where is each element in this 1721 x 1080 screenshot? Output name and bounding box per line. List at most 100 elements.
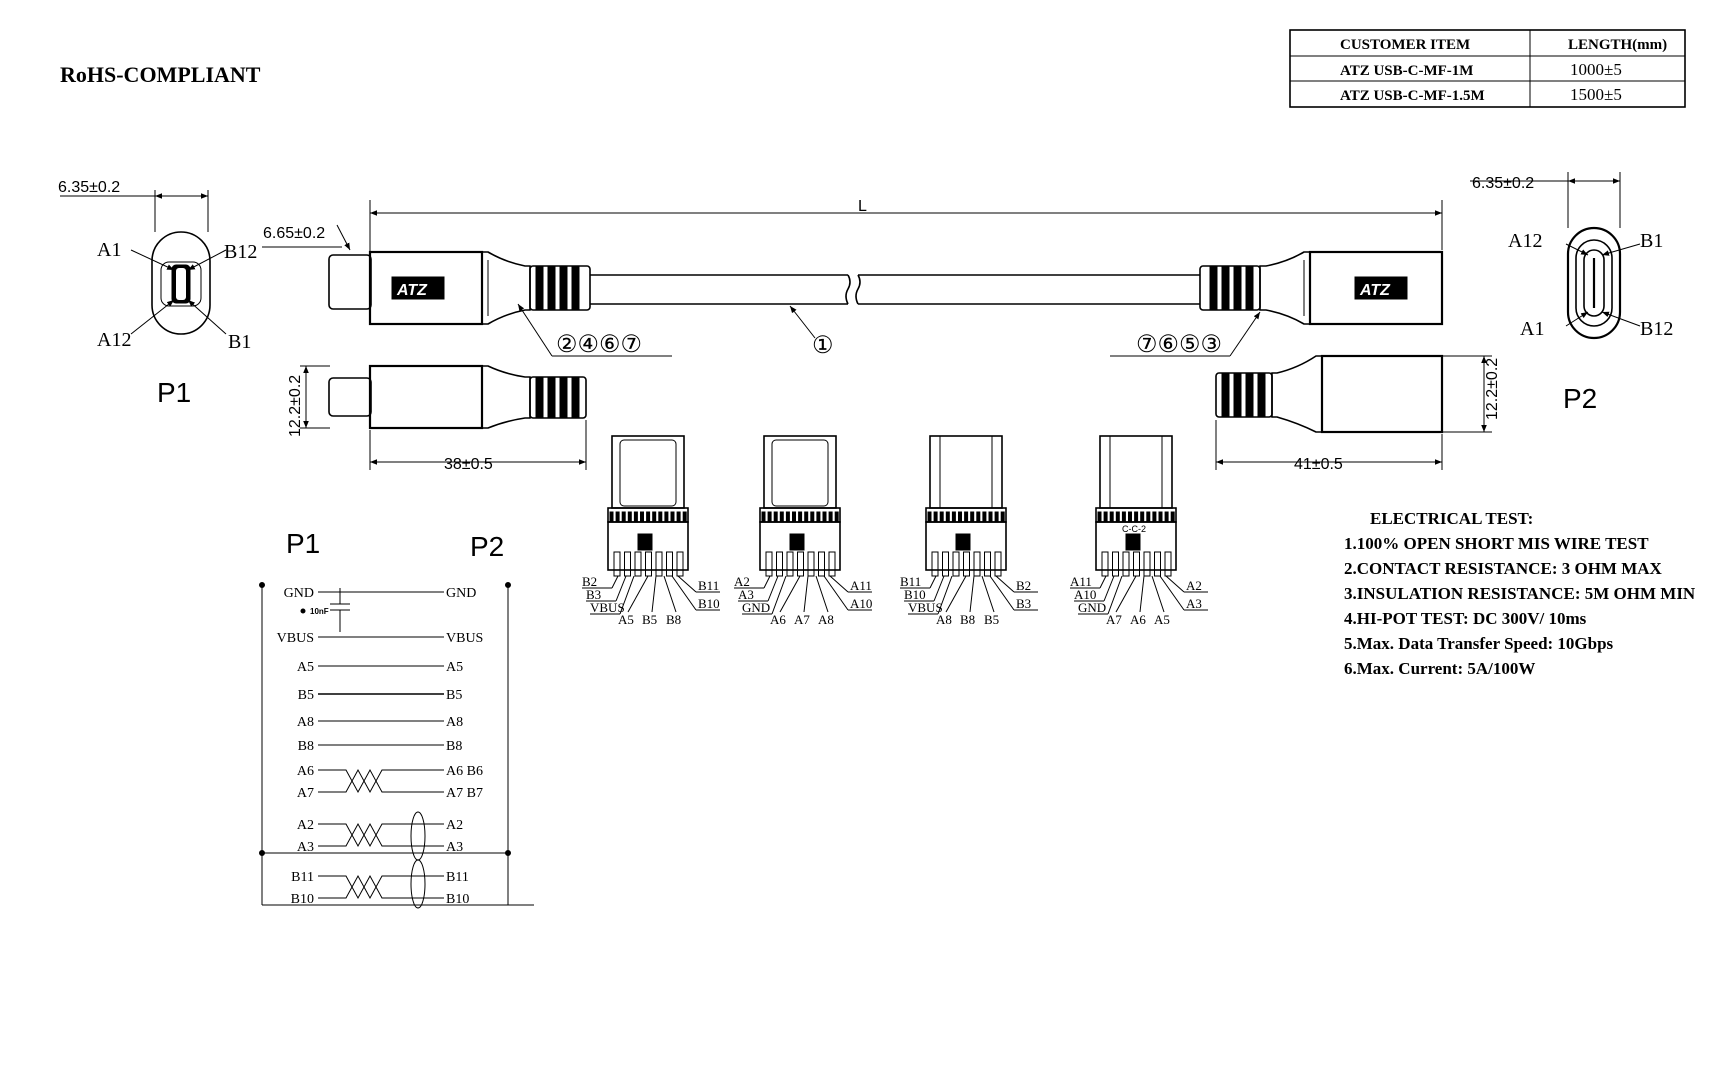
p2-label: P2	[1563, 383, 1597, 414]
callout-cable: ①	[812, 333, 834, 359]
pcb-pin-label: A10	[850, 596, 872, 611]
pcb-pin-label: A2	[734, 574, 750, 589]
pcb-pin-label: A6	[770, 612, 786, 627]
pcb-pin-label: A3	[738, 587, 754, 602]
p1-pin-b1: B1	[228, 331, 251, 353]
pcb-pin-label: A2	[1186, 578, 1202, 593]
pcb-pin-label: B8	[960, 612, 975, 627]
wiring-row: B8 B8	[298, 739, 463, 754]
wiring-left-pin: A3	[297, 840, 314, 855]
p1-pin-a12: A12	[97, 329, 131, 351]
wiring-right-pin: A2	[446, 818, 463, 833]
pcb-pin-label: A10	[1074, 587, 1096, 602]
twisted-pair	[318, 822, 444, 848]
pcb-pin-label: B8	[666, 612, 681, 627]
wiring-left-pin: A2	[297, 818, 314, 833]
pcb-pin-label: B5	[642, 612, 657, 627]
electrical-test: ELECTRICAL TEST: 1.100% OPEN SHORT MIS W…	[1344, 509, 1696, 678]
wiring-row: GND GND	[284, 586, 477, 601]
pcb-pin-label: A8	[936, 612, 952, 627]
wiring-right-pin: A5	[446, 660, 463, 675]
wiring-right-pin: A8	[446, 715, 463, 730]
pcb-pin-label: B11	[900, 574, 921, 589]
twisted-pair	[318, 768, 444, 794]
pcb-pin-label: A7	[794, 612, 810, 627]
dim-plug-thickness: 6.65±0.2	[263, 225, 325, 242]
dim-length: L	[858, 198, 867, 215]
p1-pin-b12: B12	[224, 241, 257, 263]
pcb-shell	[611, 435, 685, 509]
table-cell: 1000±5	[1570, 60, 1622, 79]
wiring-left-pin: B5	[298, 688, 314, 703]
wiring-right-pin: B10	[446, 892, 469, 907]
dim-p1-length: 38±0.5	[444, 456, 493, 473]
wiring-left-pin: GND	[284, 586, 314, 601]
pcb-pin-label: A5	[1154, 612, 1170, 627]
pcb-pin-label: A5	[618, 612, 634, 627]
wiring-left-pin: B10	[291, 892, 314, 907]
wiring-right-pin: B5	[446, 688, 462, 703]
wiring-row: B5 B5	[298, 688, 463, 703]
pcb-board	[925, 521, 1007, 571]
pcb-pin-label: B2	[582, 574, 597, 589]
p2-pin-a1: A1	[1520, 318, 1544, 340]
table-header-item: CUSTOMER ITEM	[1340, 37, 1470, 53]
p1-label: P1	[157, 377, 191, 408]
pcb-shell	[929, 435, 1003, 509]
pcb-pin-label: GND	[1078, 600, 1106, 615]
pcb-pin-label: A11	[850, 578, 872, 593]
dim-p2-length: 41±0.5	[1294, 456, 1343, 473]
dim-p1-height: 12.2±0.2	[287, 375, 304, 437]
rohs-label: RoHS-COMPLIANT	[60, 62, 261, 87]
dim-p2-height: 12.2±0.2	[1484, 358, 1501, 420]
boot-ribs-left	[535, 265, 580, 311]
logo-right: ATZ	[1359, 282, 1391, 299]
callout-right-parts: ⑦⑥⑤③	[1136, 332, 1222, 358]
wiring-left-pin: A5	[297, 660, 314, 675]
wiring-row: A2 A2	[297, 818, 463, 833]
electrical-test-title: ELECTRICAL TEST:	[1370, 509, 1533, 528]
wiring-right-pin: B8	[446, 739, 462, 754]
p2-pin-b1: B1	[1640, 230, 1663, 252]
logo-left: ATZ	[396, 282, 428, 299]
dim-p2-width: 6.35±0.2	[1472, 175, 1534, 192]
pcb-board	[607, 521, 689, 571]
pcb-contacts	[925, 507, 1007, 523]
pcb-pin-label: B10	[904, 587, 926, 602]
table-cell: 1500±5	[1570, 85, 1622, 104]
wiring-right-pin: A7 B7	[446, 786, 483, 801]
pcb-pin-label: B5	[984, 612, 999, 627]
p2-pin-a12: A12	[1508, 230, 1542, 252]
wiring-right-pin: VBUS	[446, 631, 483, 646]
wiring-left-pin: B8	[298, 739, 314, 754]
wiring-row: A5 A5	[297, 660, 463, 675]
cable-top-view: L 6.65±0.2 ATZ	[262, 198, 1444, 359]
wiring-p1-title: P1	[286, 528, 320, 559]
pcb-shell	[763, 435, 837, 509]
pcb-contacts	[759, 507, 841, 523]
electrical-test-item: 1.100% OPEN SHORT MIS WIRE TEST	[1344, 534, 1649, 553]
electrical-test-item: 2.CONTACT RESISTANCE: 3 OHM MAX	[1344, 559, 1663, 578]
spec-table: CUSTOMER ITEM LENGTH(mm) ATZ USB-C-MF-1M…	[1289, 29, 1686, 108]
p1-side-view: 12.2±0.2 38±0.5	[287, 364, 587, 473]
pcb-pin-label: A11	[1070, 574, 1092, 589]
pcb-pin-label: B3	[586, 587, 601, 602]
pcb-pin-label: B11	[698, 578, 719, 593]
boot-ribs-right	[1209, 265, 1254, 311]
dim-p1-width: 6.35±0.2	[58, 179, 120, 196]
p2-side-view: 12.2±0.2 41±0.5	[1215, 354, 1501, 473]
wiring-right-pin: GND	[446, 586, 476, 601]
wiring-left-pin: B11	[291, 870, 314, 885]
p2-end-view: 6.35±0.2 A12 B1 A1 B12 P2	[1470, 172, 1673, 414]
pcb-contacts	[1095, 507, 1177, 523]
pcb-pin-label: GND	[742, 600, 770, 615]
